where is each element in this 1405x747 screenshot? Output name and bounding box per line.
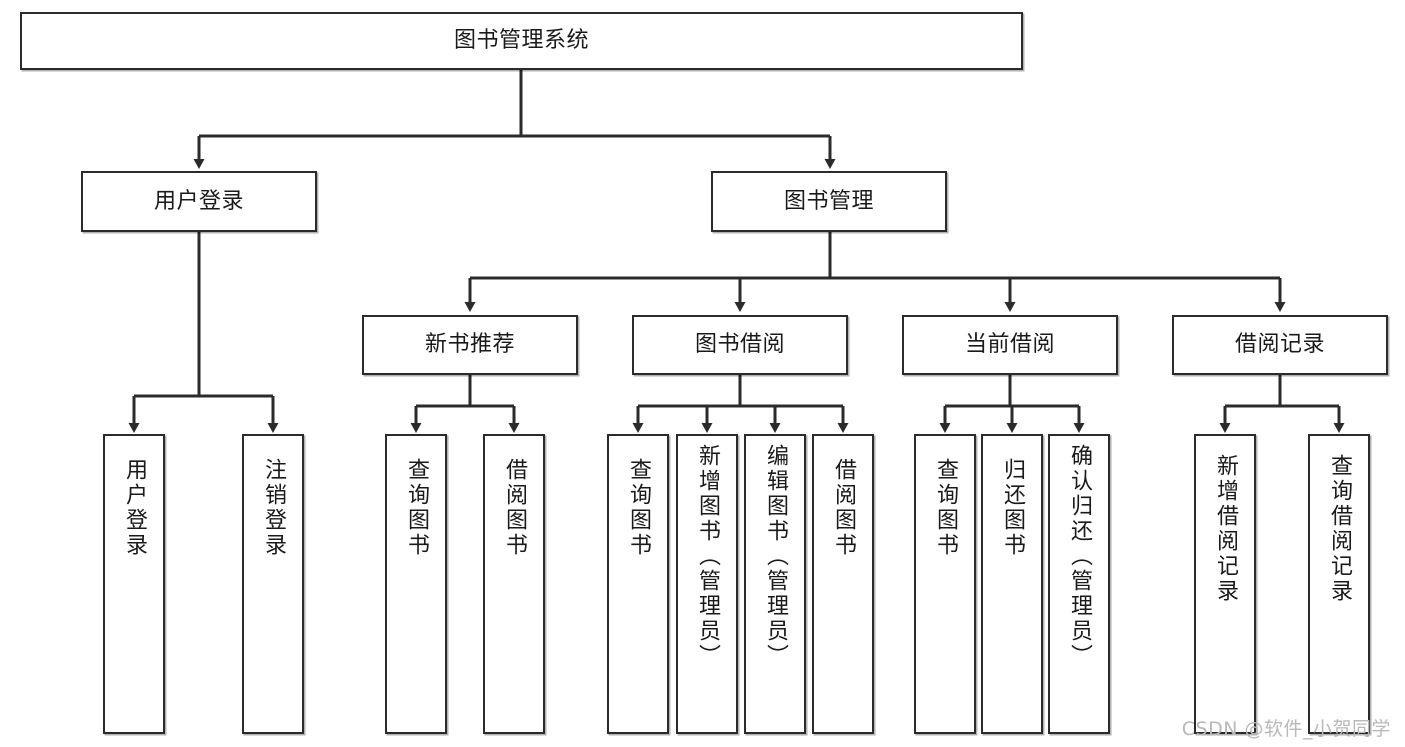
node-leaf-query-borrow-record-label: 查询借阅记录 (1327, 454, 1352, 604)
node-leaf-query-book-3[interactable]: 查询图书 (914, 434, 976, 734)
edge-group-user-login (128, 232, 279, 433)
node-leaf-user-login-label: 用户登录 (122, 458, 147, 558)
node-borrow-record-label: 借阅记录 (1234, 332, 1325, 358)
node-new-book-recommend[interactable]: 新书推荐 (362, 315, 578, 375)
node-book-borrow-label: 图书借阅 (694, 332, 785, 358)
node-borrow-record[interactable]: 借阅记录 (1172, 315, 1388, 375)
node-leaf-borrow-book-1[interactable]: 借阅图书 (483, 434, 545, 734)
edge-group-current-borrow (939, 375, 1085, 433)
node-user-login[interactable]: 用户登录 (81, 171, 317, 232)
node-book-manage[interactable]: 图书管理 (711, 171, 947, 232)
edge-group-root (193, 70, 836, 169)
node-leaf-edit-book[interactable]: 编辑图书（管理员） (744, 434, 806, 734)
node-leaf-query-book-1-label: 查询图书 (404, 458, 429, 558)
node-book-manage-label: 图书管理 (783, 188, 874, 214)
edge-group-borrow-record (1219, 375, 1345, 433)
edge-group-book-manage (464, 232, 1286, 312)
edge-group-new-book-rec (410, 375, 520, 433)
node-leaf-logout-label: 注销登录 (261, 458, 286, 558)
node-current-borrow[interactable]: 当前借阅 (902, 315, 1118, 375)
watermark-text: CSDN @软件_小贺同学 (1181, 718, 1391, 740)
node-leaf-return-book[interactable]: 归还图书 (981, 434, 1043, 734)
node-leaf-logout[interactable]: 注销登录 (242, 434, 304, 734)
edge-group-book-borrow (632, 375, 849, 433)
node-current-borrow-label: 当前借阅 (964, 332, 1055, 358)
node-leaf-add-book-label: 新增图书（管理员） (695, 444, 720, 669)
node-leaf-confirm-return[interactable]: 确认归还（管理员） (1048, 434, 1110, 734)
node-leaf-user-login[interactable]: 用户登录 (103, 434, 165, 734)
node-book-borrow[interactable]: 图书借阅 (632, 315, 848, 375)
node-leaf-query-borrow-record[interactable]: 查询借阅记录 (1308, 434, 1370, 734)
node-leaf-query-book-2[interactable]: 查询图书 (607, 434, 669, 734)
node-leaf-query-book-3-label: 查询图书 (933, 458, 958, 558)
node-leaf-add-book[interactable]: 新增图书（管理员） (676, 434, 738, 734)
node-leaf-borrow-book-1-label: 借阅图书 (502, 458, 527, 558)
node-leaf-return-book-label: 归还图书 (1000, 458, 1025, 558)
node-leaf-add-borrow-record[interactable]: 新增借阅记录 (1194, 434, 1256, 734)
node-root-label: 图书管理系统 (453, 28, 589, 54)
node-root[interactable]: 图书管理系统 (20, 12, 1023, 70)
node-leaf-query-book-1[interactable]: 查询图书 (385, 434, 447, 734)
node-leaf-borrow-book-2-label: 借阅图书 (831, 458, 856, 558)
node-leaf-confirm-return-label: 确认归还（管理员） (1067, 444, 1092, 669)
node-leaf-add-borrow-record-label: 新增借阅记录 (1213, 454, 1238, 604)
node-user-login-label: 用户登录 (153, 188, 244, 214)
node-leaf-query-book-2-label: 查询图书 (626, 458, 651, 558)
node-leaf-borrow-book-2[interactable]: 借阅图书 (812, 434, 874, 734)
node-leaf-edit-book-label: 编辑图书（管理员） (763, 444, 788, 669)
node-new-book-recommend-label: 新书推荐 (424, 332, 515, 358)
